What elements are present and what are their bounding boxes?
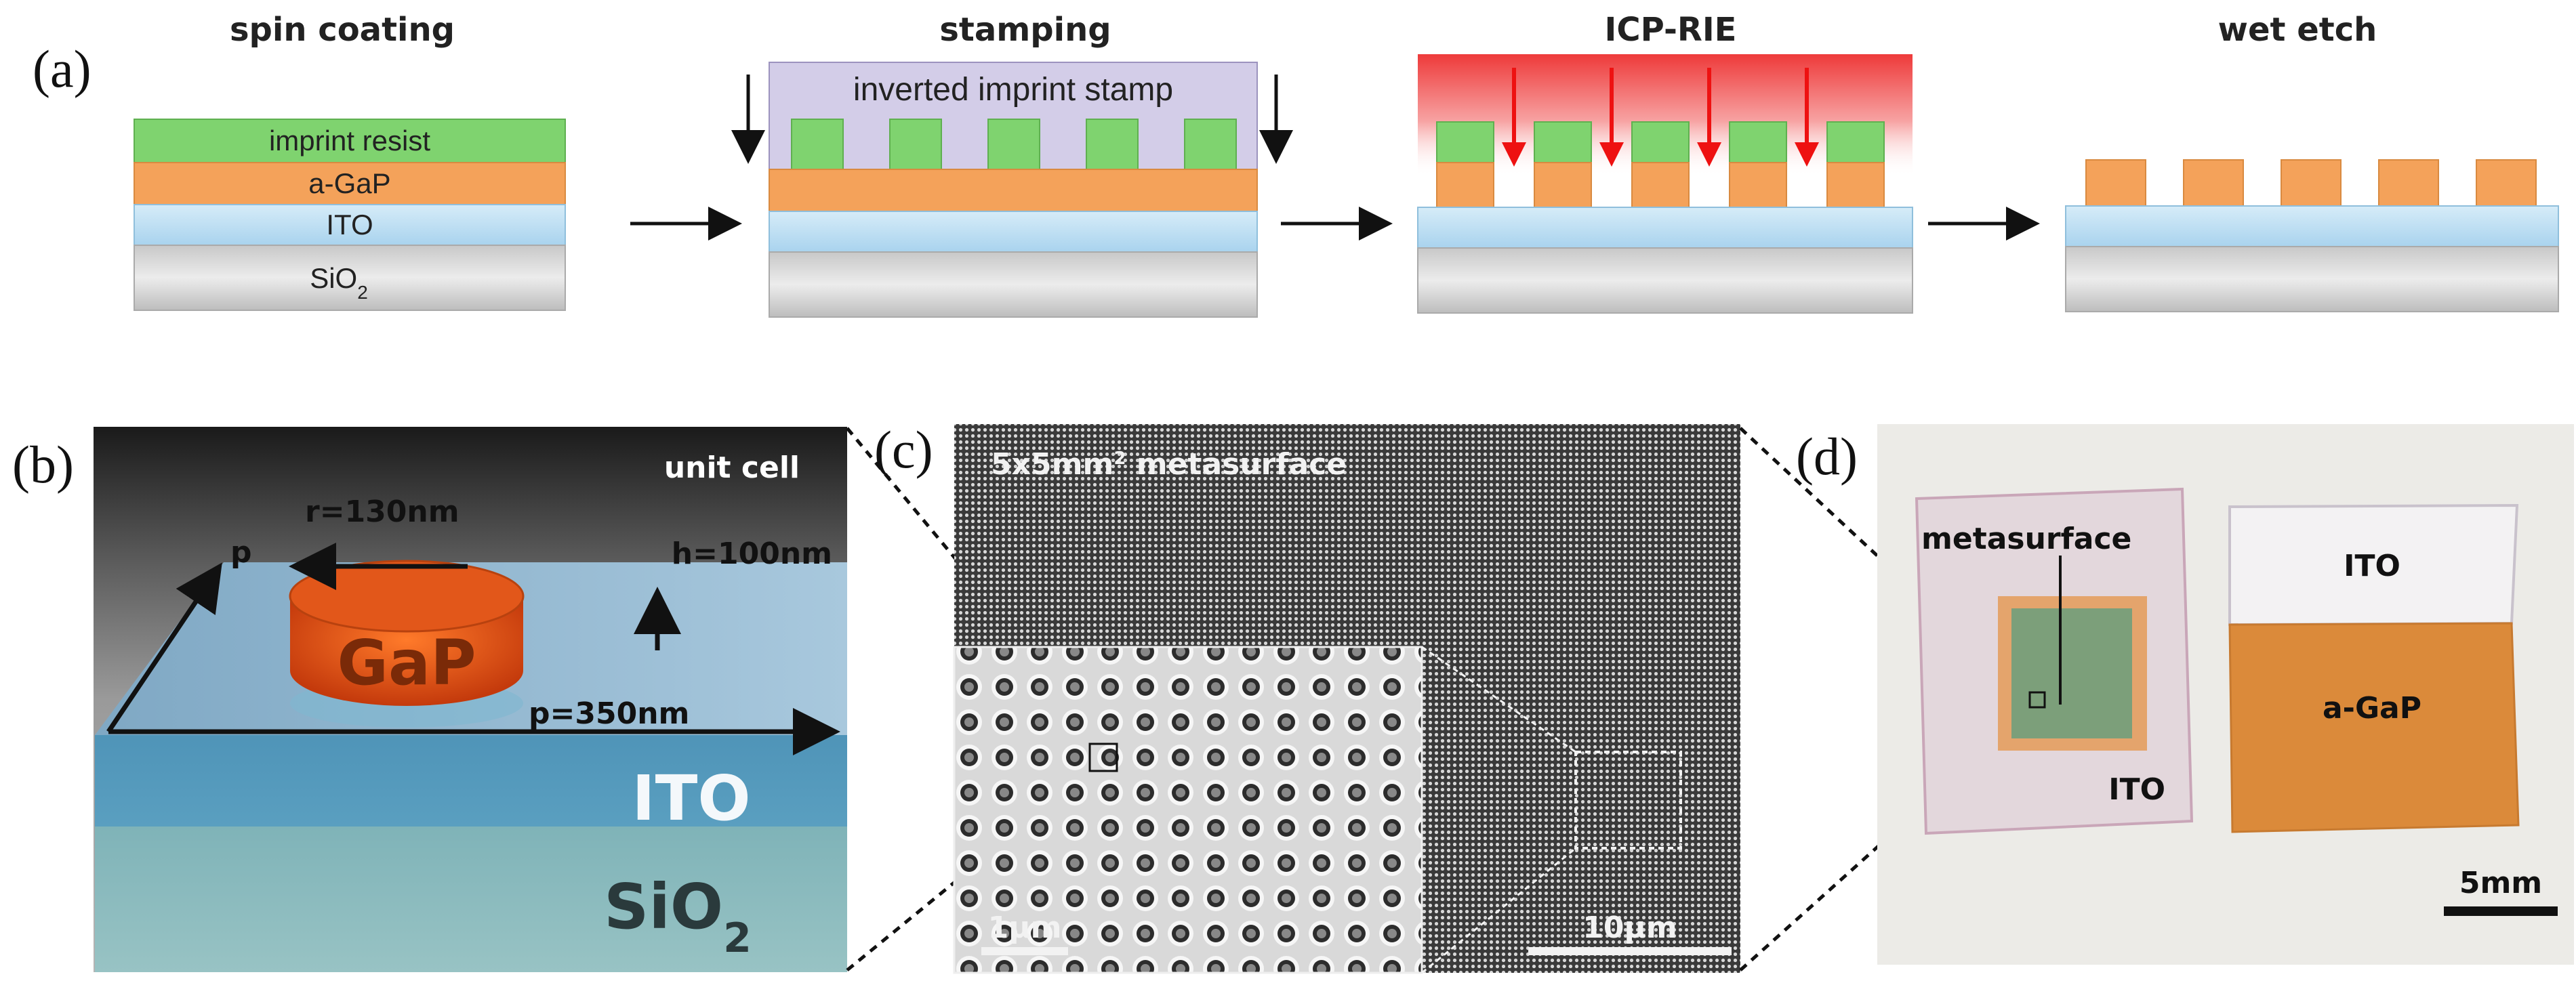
panel-b: (b) GaP unit cell r=130nm h=100nm p p=35…: [12, 427, 847, 972]
sio2-slab: [95, 827, 847, 972]
radius-label: r=130nm: [305, 495, 459, 529]
resist-pillar: [1184, 119, 1237, 170]
scale-label-5mm: 5mm: [2459, 866, 2542, 900]
ito-label-right: ITO: [2344, 549, 2400, 583]
step-title-stamping: stamping: [939, 11, 1111, 49]
ito-layer: [769, 211, 1258, 253]
gap-layer: [134, 162, 566, 205]
agap-film: [2228, 622, 2520, 833]
period-label-bottom: p=350nm: [529, 696, 689, 731]
scale-label-small: 1μm: [988, 911, 1062, 945]
panel-c: (c) 5x5mm2 metasurface 1μm 10μm: [874, 420, 1740, 974]
step-title-spin-coating: spin coating: [230, 11, 455, 49]
metasurface-patch: [2011, 608, 2132, 738]
ito-label-left: ITO: [2108, 772, 2165, 807]
ito-label: ITO: [326, 209, 373, 240]
gap-pillar: [2281, 159, 2342, 207]
resist-pillar: [889, 119, 942, 170]
step-title-icp-rie: ICP-RIE: [1605, 11, 1737, 49]
sio2-slab-label: SiO2: [604, 871, 752, 962]
resist-pillar: [1826, 121, 1885, 163]
gap-pillar: [1631, 162, 1690, 208]
scale-bar-large: [1528, 947, 1732, 955]
gap-pillar: [2085, 159, 2146, 207]
agap-label: a-GaP: [2323, 691, 2421, 726]
scale-label-large: 10μm: [1582, 911, 1677, 945]
resist-pillar: [1534, 121, 1592, 163]
step-title-wet-etch: wet etch: [2218, 11, 2377, 49]
resist-pillar: [1436, 121, 1494, 163]
unit-cell-label: unit cell: [664, 451, 800, 485]
wet-etch-stack: [2065, 159, 2559, 312]
resist-label: imprint resist: [269, 125, 430, 156]
height-label: h=100nm: [672, 537, 832, 571]
gap-pillar: [1436, 162, 1494, 208]
metasurface-title: 5x5mm2 metasurface: [991, 447, 1347, 482]
scale-bar-5mm: [2444, 906, 2558, 916]
zoom-region-box: [1574, 751, 1682, 850]
period-arrow-diagonal: [106, 562, 222, 733]
gap-pillar: [1534, 162, 1592, 208]
scale-bar-small: [981, 947, 1068, 955]
ito-layer: [1417, 207, 1913, 249]
ito-slab: [95, 735, 847, 827]
resist-pillar: [1631, 121, 1690, 163]
icp-rie-stack: [1417, 54, 1913, 314]
ito-layer: [134, 204, 566, 246]
resist-pillar: [791, 119, 844, 170]
panel-d: (d) metasurface ITO ITO a-GaP 5mm: [1796, 424, 2574, 965]
gap-pillar: [1826, 162, 1885, 208]
inset-connector: [1421, 646, 1576, 753]
gap-layer: [769, 169, 1258, 212]
metasurface-label: metasurface: [1921, 522, 2131, 556]
gap-pillar: [2476, 159, 2537, 207]
spin-coating-stack: imprint resist a-GaP ITO SiO2: [134, 119, 566, 311]
resist-pillar: [1086, 119, 1139, 170]
sio2-layer: [134, 245, 566, 311]
sem-inset: [953, 646, 1423, 974]
period-label-top: p: [230, 535, 252, 570]
panel-b-letter: (b): [12, 435, 74, 494]
inset-connector: [1421, 847, 1576, 974]
gap-label: a-GaP: [308, 167, 390, 199]
gap-pillar: [2378, 159, 2439, 207]
gap-pillar: [2183, 159, 2244, 207]
inset-zoom-box: [1088, 743, 1118, 772]
sio2-layer: [769, 251, 1258, 318]
stamp-label: inverted imprint stamp: [853, 72, 1173, 108]
sio2-layer: [1417, 247, 1913, 314]
gap-pillar: [1729, 162, 1787, 208]
panel-d-letter: (d): [1796, 427, 1858, 486]
sio2-layer: [2065, 246, 2559, 312]
panel-c-letter: (c): [874, 420, 933, 479]
sio2-label: SiO2: [310, 262, 368, 303]
resist-pillar: [987, 119, 1040, 170]
gap-disk-top: [289, 560, 525, 633]
ito-layer: [2065, 205, 2559, 247]
resist-pillar: [1729, 121, 1787, 163]
ito-slab-label: ITO: [632, 762, 750, 835]
panel-a-letter: (a): [33, 39, 91, 98]
stamping-stack: inverted imprint stamp: [731, 62, 1293, 318]
panel-a: (a) spin coating stamping ICP-RIE wet et…: [33, 11, 2559, 318]
resist-layer: [134, 119, 566, 163]
gap-disk-label: GaP: [337, 627, 476, 699]
metasurface-zoom-box: [2028, 691, 2046, 709]
